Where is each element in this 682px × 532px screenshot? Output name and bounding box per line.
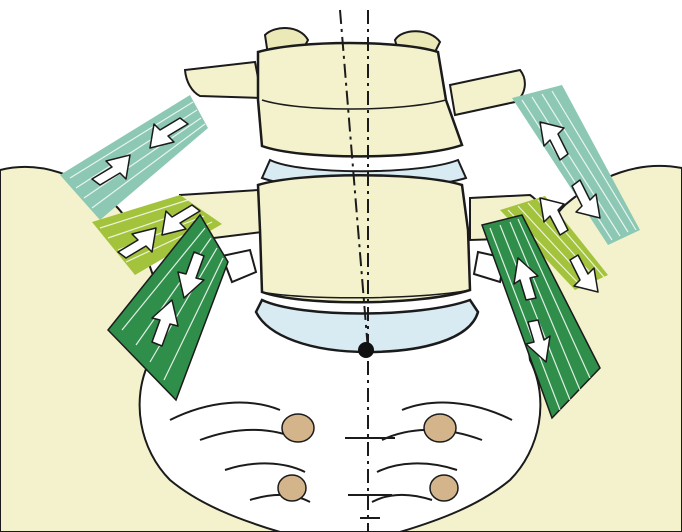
upper-vertebra [185,28,525,156]
sacral-foramen-right-2 [430,475,458,501]
vertebral-body-upper [258,43,462,156]
sacral-foramen-right-1 [424,414,456,442]
left-transverse-process-upper [185,62,262,98]
vertebral-body-lower [258,175,470,302]
center-of-rotation-dot [358,342,374,358]
sacral-foramen-left-2 [278,475,306,501]
right-transverse-process-upper [450,70,525,115]
sacral-foramen-left-1 [282,414,314,442]
